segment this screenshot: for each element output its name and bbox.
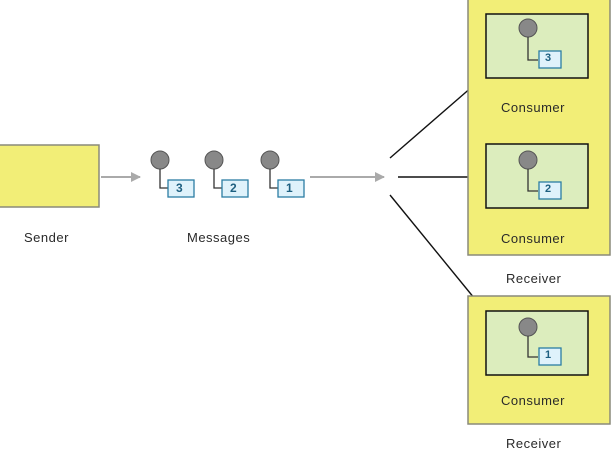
- message-circle-icon: [260, 150, 280, 170]
- consumer-message-tag: [538, 347, 562, 366]
- fanout-arrow-bottom: [389, 194, 489, 316]
- consumer-message-id: 2: [545, 183, 552, 195]
- consumer-circle-icon: [518, 18, 538, 38]
- receiver-label: Receiver: [506, 271, 562, 286]
- consumer-box: [485, 310, 589, 376]
- consumer-message-tag: [538, 50, 562, 69]
- consumer-label: Consumer: [501, 393, 565, 408]
- consumer-message-id: 3: [545, 52, 552, 64]
- sender-box: [0, 144, 100, 208]
- consumer-message-id: 1: [545, 349, 552, 361]
- message-circle-icon: [150, 150, 170, 170]
- sender-label: Sender: [24, 230, 69, 245]
- receiver-2: [485, 143, 589, 209]
- consumer-label: Consumer: [501, 100, 565, 115]
- messages-label: Messages: [187, 230, 251, 245]
- consumer-box: [485, 13, 589, 79]
- message-tag: [277, 179, 305, 198]
- message-3: [150, 150, 195, 198]
- consumer-box: [485, 143, 589, 209]
- consumer-label: Consumer: [501, 231, 565, 246]
- message-circle-icon: [204, 150, 224, 170]
- message-tag: [221, 179, 249, 198]
- receiver-label: Receiver: [506, 436, 562, 451]
- message-id-2: 2: [230, 181, 238, 195]
- consumer-message-tag: [538, 181, 562, 200]
- message-2: [204, 150, 249, 198]
- message-id-1: 1: [286, 181, 294, 195]
- message-tag: [167, 179, 195, 198]
- consumer-circle-icon: [518, 150, 538, 170]
- consumer-circle-icon: [518, 317, 538, 337]
- message-1: [260, 150, 305, 198]
- receiver-1: [467, 0, 611, 256]
- receiver-3: [467, 295, 611, 425]
- message-id-3: 3: [176, 181, 184, 195]
